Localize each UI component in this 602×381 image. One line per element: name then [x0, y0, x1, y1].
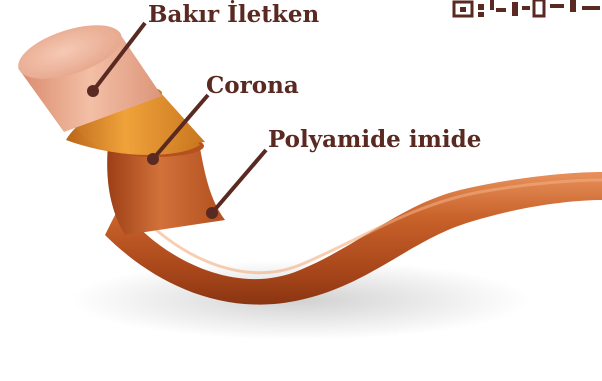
leader-dot-corona — [147, 153, 159, 165]
label-copper-conductor: Bakır İletken — [148, 3, 319, 26]
qr-code-fragment-icon — [452, 0, 602, 18]
label-corona: Corona — [206, 74, 299, 97]
leader-dot-polyamide-imide — [206, 207, 218, 219]
polyamide-imide-bend — [107, 145, 225, 235]
label-polyamide-imide: Polyamide imide — [268, 128, 481, 151]
leader-dot-conductor — [87, 85, 99, 97]
leader-line-polyamide-imide — [212, 150, 266, 213]
